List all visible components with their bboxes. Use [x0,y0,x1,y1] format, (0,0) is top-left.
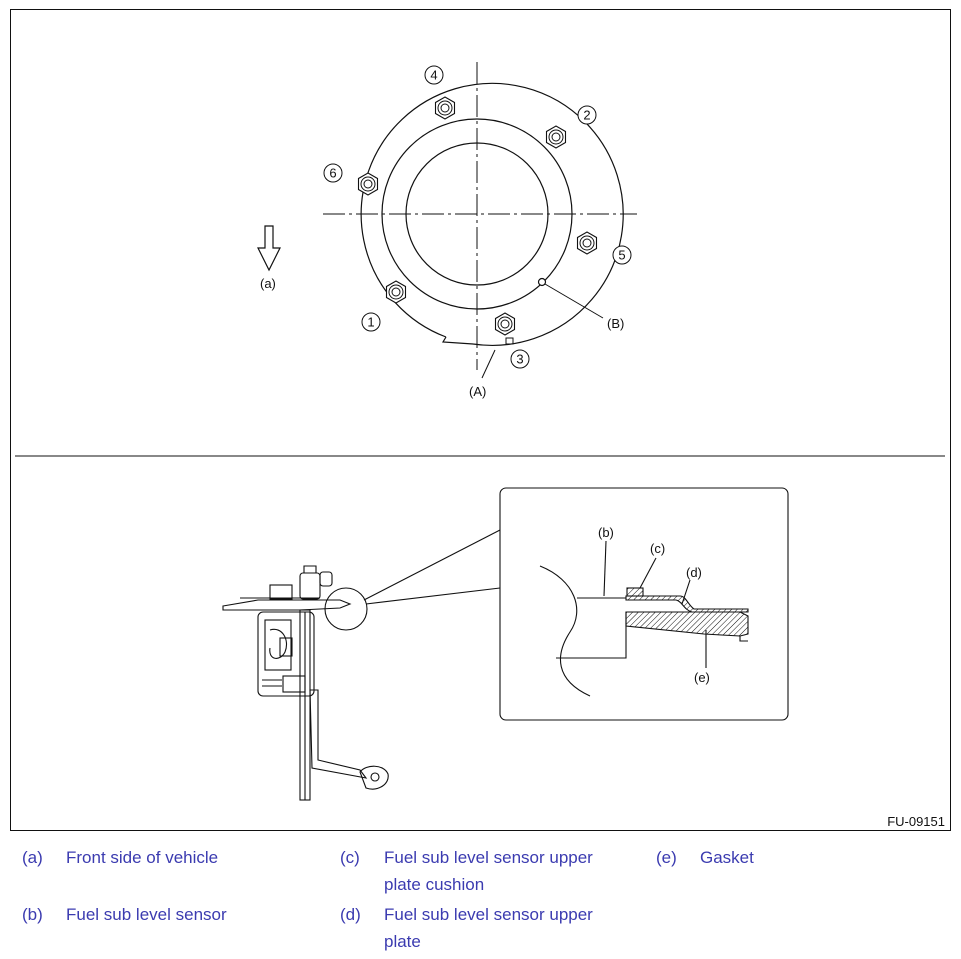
legend-text: Gasket [700,848,754,867]
legend-text-line-2: plate [384,932,421,951]
bolt-order-number: 3 [510,349,530,369]
bolt-number-group: 1 2 3 4 5 6 [323,65,632,369]
legend-item-c: (c) Fuel sub level sensor upper plate cu… [340,844,640,900]
bolt-icon [434,96,456,120]
installation-diagram: 1 2 3 4 5 6 (B) (A) (a) [10,9,951,831]
flange-top-view [323,62,637,370]
point-a-label: (A) [469,384,486,399]
point-b-leader [544,283,604,319]
svg-text:1: 1 [367,315,374,330]
legend-key: (d) [340,905,361,924]
flange-notch [441,336,474,345]
bolt-group [357,96,598,336]
bolt-icon [357,172,379,196]
bolt-order-number: 4 [424,65,444,85]
bolt-icon [576,231,598,255]
svg-text:4: 4 [430,68,437,83]
point-b-label: (B) [607,316,624,331]
front-direction-arrow-icon [257,225,281,272]
detail-label-c: (c) [650,541,665,556]
legend-key: (e) [656,848,677,867]
legend-text: Fuel sub level sensor [66,905,227,924]
svg-text:3: 3 [516,352,523,367]
legend-text-line-1: Fuel sub level sensor upper [384,905,593,924]
bolt-icon [545,125,567,149]
svg-text:6: 6 [329,166,336,181]
bolt-icon [385,280,407,304]
flange-tab [505,337,514,345]
bolt-order-number: 6 [323,163,343,183]
bolt-order-number: 2 [577,105,597,125]
legend-key: (b) [22,905,43,924]
bolt-order-number: 1 [361,312,381,332]
detail-view-box [499,487,789,721]
point-a-leader [481,349,496,379]
bolt-icon [494,312,516,336]
flange-outer-ring [360,82,624,347]
detail-label-d: (d) [686,565,702,580]
figure-frame [10,9,951,831]
legend: (a) Front side of vehicle (b) Fuel sub l… [0,840,961,959]
svg-text:5: 5 [618,248,625,263]
arrow-label: (a) [260,276,276,291]
point-b-marker [537,277,547,287]
detail-callout-circle [324,587,368,631]
fuel-sub-level-sensor-drawing [222,529,501,801]
legend-item-d: (d) Fuel sub level sensor upper plate [340,901,640,957]
detail-label-e: (e) [694,670,710,685]
detail-label-b: (b) [598,525,614,540]
legend-text: Front side of vehicle [66,848,219,867]
legend-text-line-2: plate cushion [384,875,485,894]
bolt-order-number: 5 [612,245,632,265]
legend-key: (c) [340,848,360,867]
detail-view-drawing [539,540,749,697]
legend-text-line-1: Fuel sub level sensor upper [384,848,593,867]
legend-key: (a) [22,848,43,867]
figure-id: FU-09151 [887,814,945,829]
svg-text:2: 2 [583,108,590,123]
